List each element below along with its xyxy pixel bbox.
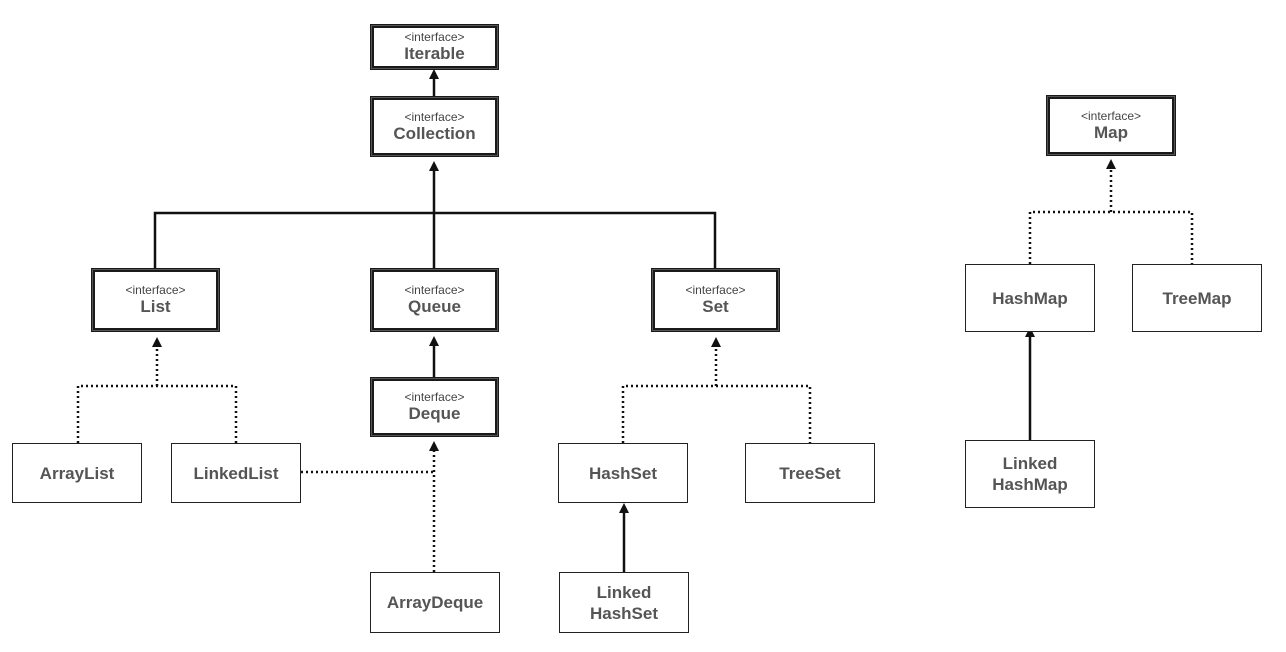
node-linkedhashmap: Linked HashMap — [965, 440, 1095, 508]
node-hashset: HashSet — [558, 443, 688, 503]
node-name: TreeSet — [779, 463, 841, 483]
stereotype-label: <interface> — [404, 109, 465, 124]
edge-group-deque-impls — [301, 441, 439, 572]
node-hashmap: HashMap — [965, 264, 1095, 332]
node-name: List — [140, 297, 171, 316]
node-name: Collection — [393, 123, 476, 143]
node-treemap: TreeMap — [1132, 264, 1262, 332]
stereotype-label: <interface> — [1080, 108, 1142, 123]
stereotype-label: <interface> — [404, 283, 465, 297]
node-linkedhashset: Linked HashSet — [559, 572, 689, 633]
node-name: HashMap — [992, 288, 1068, 308]
node-list: <interface> List — [91, 268, 220, 332]
node-arraydeque: ArrayDeque — [370, 572, 500, 633]
node-name: Map — [1094, 122, 1128, 142]
edge-group-collection-children — [153, 161, 717, 268]
stereotype-label: <interface> — [125, 283, 186, 297]
node-arraylist: ArrayList — [12, 443, 142, 503]
node-name: ArrayDeque — [386, 593, 484, 612]
node-name: Deque — [408, 404, 461, 423]
edge-group-list-impls — [76, 337, 238, 443]
node-name: Iterable — [404, 44, 465, 63]
node-queue: <interface> Queue — [370, 268, 499, 332]
node-name: Linked HashMap — [992, 454, 1068, 494]
node-linkedlist: LinkedList — [171, 443, 301, 503]
node-map: <interface> Map — [1046, 95, 1176, 156]
node-deque: <interface> Deque — [370, 377, 499, 437]
edge-group-set-impls — [621, 337, 812, 443]
node-name: TreeMap — [1162, 288, 1232, 308]
node-treeset: TreeSet — [745, 443, 875, 503]
node-name: ArrayList — [39, 463, 115, 483]
edge-group-map-impls — [1028, 159, 1194, 264]
node-iterable: <interface> Iterable — [370, 24, 499, 70]
node-name: HashSet — [588, 463, 658, 483]
node-name: Queue — [408, 297, 461, 316]
node-name: Set — [702, 297, 729, 316]
node-collection: <interface> Collection — [370, 96, 499, 157]
stereotype-label: <interface> — [404, 390, 465, 404]
node-set: <interface> Set — [651, 268, 780, 332]
stereotype-label: <interface> — [685, 283, 746, 297]
node-name: Linked HashSet — [589, 582, 659, 623]
stereotype-label: <interface> — [404, 30, 465, 44]
node-name: LinkedList — [193, 463, 279, 483]
